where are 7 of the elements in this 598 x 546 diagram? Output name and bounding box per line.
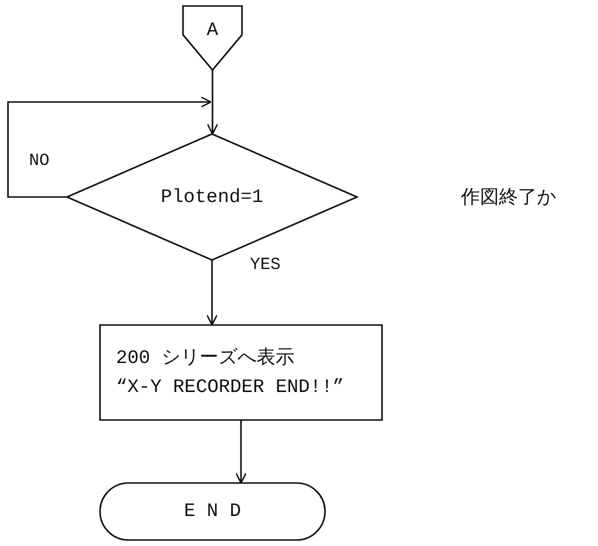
terminator-shape: E N D [100,483,325,540]
arrow [206,260,218,326]
process-box: 200 シリーズへ表示 “X-Y RECORDER END!!” [100,325,382,420]
connector-symbol: A [183,6,242,70]
arrow [235,420,247,484]
arrow [7,96,212,198]
arrow [206,70,218,135]
